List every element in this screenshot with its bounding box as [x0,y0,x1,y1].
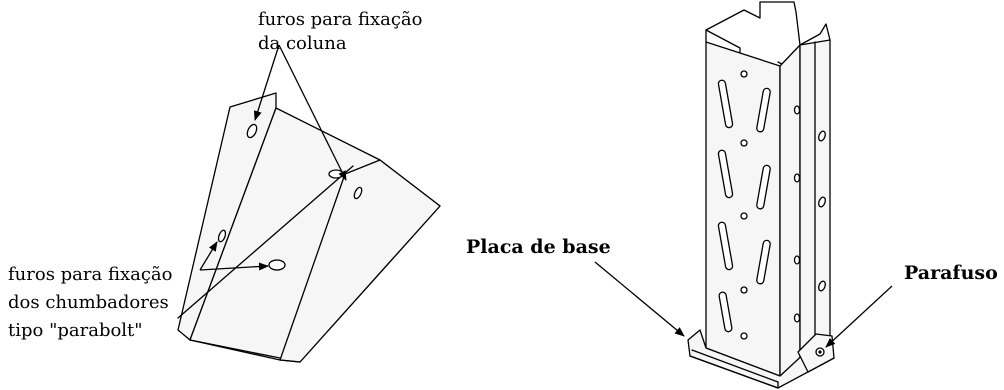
base-plate-leader [594,261,685,337]
bolt-leader [825,285,893,348]
column-side-face [779,44,801,377]
bracket-bottom-edge [189,339,281,361]
anchor-hole-1 [217,229,227,243]
anchor-holes-label-line2: dos chumbadores [8,292,169,313]
bracket-edge [279,359,301,363]
anchor-holes-label-line3: tipo "parabolt" [8,320,143,341]
column-holes-label-line2: da coluna [258,33,347,54]
column-holes-label-line1: furos para fixação [258,9,423,30]
flange-holes [793,105,826,323]
left-flange [177,92,277,341]
bolt-label: Parafuso [904,262,998,284]
front-slots [717,79,771,333]
column-holes-leaders [253,44,347,181]
plate-fold-line [177,165,354,319]
column-assembly [687,1,835,389]
anchor-holes-leaders [199,241,269,271]
bolt-center [818,350,822,354]
front-small-holes [740,70,748,340]
anchor-holes-label-line1: furos para fixação [8,264,173,285]
column-hole-1 [246,123,258,139]
base-plate-edge [689,349,779,389]
column-hole-2 [328,169,344,179]
base-bracket [177,92,441,363]
base-plate-label: Placa de base [466,236,611,258]
column-hole-3 [353,186,363,200]
anchor-hole-2 [268,259,286,271]
column-back-profile [799,23,831,46]
